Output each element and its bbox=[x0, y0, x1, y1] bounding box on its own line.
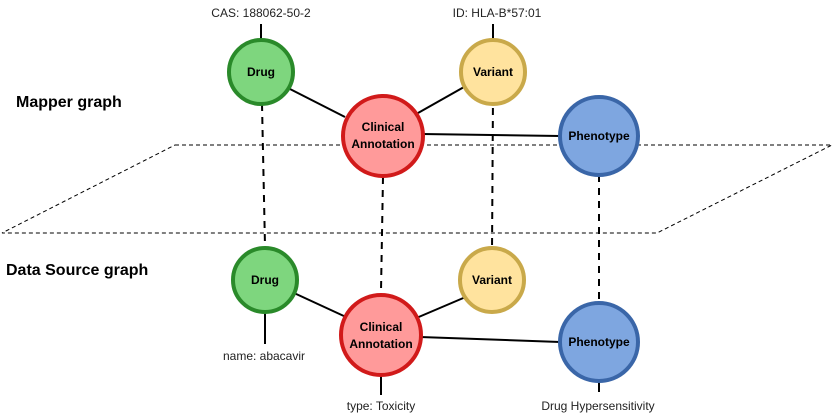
mapper-phenotype-label: Phenotype bbox=[568, 129, 630, 143]
source-phenotype-label: Phenotype bbox=[568, 335, 630, 349]
data-source-graph-title: Data Source graph bbox=[6, 262, 148, 279]
mapper-annotation-node[interactable]: Clinical Annotation bbox=[341, 94, 425, 178]
mapper-drug-circle[interactable] bbox=[227, 38, 295, 106]
mapping-lines bbox=[261, 94, 600, 303]
mapping-line-variant bbox=[491, 94, 494, 253]
edge-source-variant-annotation bbox=[413, 295, 469, 320]
mapper-variant-attribute: ID: HLA-B*57:01 bbox=[453, 6, 542, 20]
source-annotation-node[interactable]: Clinical Annotation bbox=[339, 293, 423, 377]
mapper-phenotype-circle[interactable] bbox=[558, 95, 640, 177]
source-phenotype-node[interactable]: Phenotype bbox=[558, 301, 640, 383]
mapper-drug-node[interactable]: Drug bbox=[227, 38, 295, 106]
source-variant-node[interactable]: Variant bbox=[458, 246, 526, 314]
source-annotation-circle[interactable] bbox=[339, 293, 423, 377]
mapper-variant-label: Variant bbox=[473, 65, 513, 79]
source-variant-circle[interactable] bbox=[458, 246, 526, 314]
source-phenotype-attribute: Drug Hypersensitivity bbox=[541, 399, 654, 413]
source-drug-attribute: name: abacavir bbox=[223, 349, 305, 363]
source-drug-label: Drug bbox=[251, 273, 279, 287]
mapper-graph-title: Mapper graph bbox=[16, 94, 122, 111]
mapping-line-annotation bbox=[380, 176, 384, 292]
edge-source-drug-annotation bbox=[293, 292, 347, 318]
edge-mapper-variant-annotation bbox=[417, 86, 465, 114]
mapper-drug-attribute: CAS: 188062-50-2 bbox=[211, 6, 311, 20]
attribute-stubs bbox=[260, 24, 600, 395]
mapper-phenotype-node[interactable]: Phenotype bbox=[558, 95, 640, 177]
edge-source-annotation-phenotype bbox=[419, 336, 561, 343]
source-edges bbox=[293, 292, 561, 343]
mapper-drug-label: Drug bbox=[247, 65, 275, 79]
mapper-annotation-circle[interactable] bbox=[341, 94, 425, 178]
source-drug-circle[interactable] bbox=[231, 246, 299, 314]
source-annotation-label-line1: Clinical bbox=[360, 320, 403, 334]
source-drug-node[interactable]: Drug bbox=[231, 246, 299, 314]
source-annotation-attribute: type: Toxicity bbox=[347, 399, 415, 413]
mapper-edges bbox=[287, 86, 561, 137]
mapper-variant-circle[interactable] bbox=[459, 38, 527, 106]
edge-mapper-drug-annotation bbox=[287, 87, 346, 118]
source-phenotype-circle[interactable] bbox=[558, 301, 640, 383]
mapping-line-drug bbox=[261, 103, 266, 247]
source-annotation-label-line2: Annotation bbox=[349, 337, 412, 351]
mapper-annotation-label-line1: Clinical bbox=[362, 120, 405, 134]
mapper-annotation-label-line2: Annotation bbox=[351, 137, 414, 151]
mapper-variant-node[interactable]: Variant bbox=[459, 38, 527, 106]
source-variant-label: Variant bbox=[472, 273, 512, 287]
edge-mapper-annotation-phenotype bbox=[421, 133, 561, 137]
